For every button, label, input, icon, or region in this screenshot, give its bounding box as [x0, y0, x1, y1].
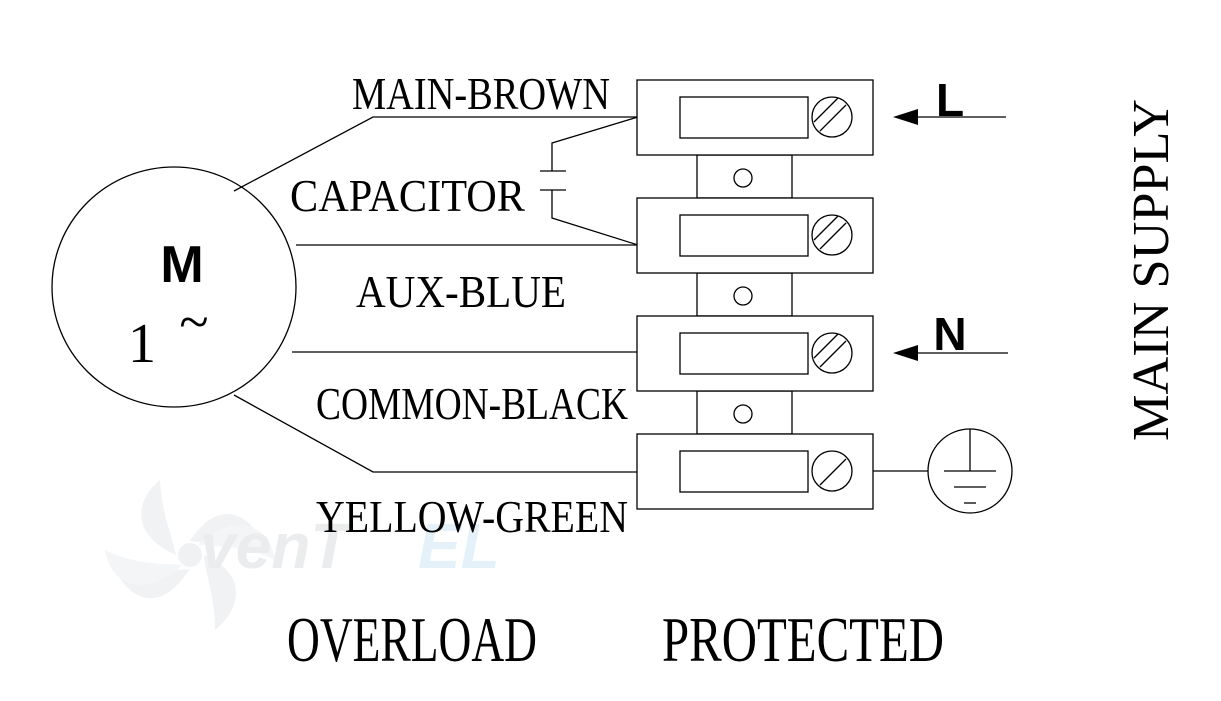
- motor-symbol: [51, 166, 297, 408]
- footer-overload: OVERLOAD: [287, 604, 537, 675]
- motor-phase-number: 1: [128, 313, 156, 375]
- label-common-black: COMMON-BLACK: [316, 378, 628, 429]
- label-main-supply: MAIN SUPPLY: [1123, 99, 1180, 441]
- label-capacitor: CAPACITOR: [290, 170, 525, 221]
- fan-icon: [105, 480, 275, 630]
- capacitor-symbol: [540, 116, 639, 246]
- label-aux-blue: AUX-BLUE: [356, 266, 566, 317]
- label-main-brown: MAIN-BROWN: [352, 68, 610, 119]
- footer-protected: PROTECTED: [662, 604, 944, 675]
- neutral-arrow: [893, 345, 1008, 361]
- earth-icon: [927, 428, 1013, 514]
- earth-wire: [233, 394, 638, 473]
- watermark-text-part1: venT: [200, 510, 354, 582]
- label-yellow-green: YELLOW-GREEN: [316, 491, 628, 542]
- main-wire: [233, 116, 638, 192]
- terminal-1: [636, 79, 874, 156]
- terminal-4: [636, 433, 874, 510]
- terminal-3: [636, 315, 874, 392]
- watermark-logo: venT EL: [105, 480, 500, 630]
- watermark-text-part2: EL: [418, 510, 500, 582]
- line-arrow: [893, 109, 1006, 125]
- motor-ac-symbol: ~: [179, 292, 208, 352]
- terminal-2: [636, 197, 874, 274]
- terminal-block-spine: [696, 154, 793, 435]
- motor-letter: M: [160, 236, 203, 294]
- label-neutral: N: [933, 308, 966, 360]
- label-line: L: [936, 74, 964, 126]
